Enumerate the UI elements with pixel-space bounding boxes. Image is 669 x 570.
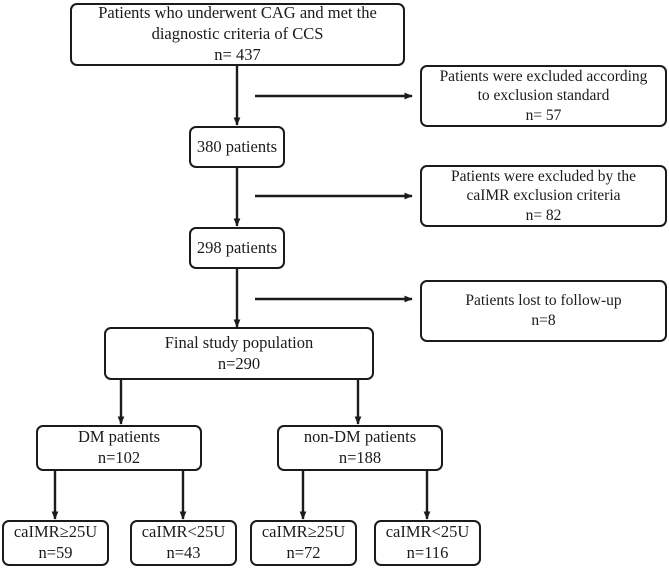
node-excluded-standard-line2: to exclusion standard: [477, 87, 610, 105]
node-nondm-low-caimr-label: caIMR<25U: [385, 522, 470, 542]
node-dm-low-caimr-count: n=43: [166, 543, 201, 562]
node-nondm-low-caimr[interactable]: caIMR<25U n=116: [374, 520, 481, 566]
node-dm-patients-label: DM patients: [77, 427, 161, 447]
node-non-dm-patients-label: non-DM patients: [303, 427, 417, 447]
node-nondm-high-caimr-count: n=72: [286, 543, 321, 562]
node-enrolled-line1: Patients who underwent CAG and met the: [98, 3, 377, 23]
node-enrolled[interactable]: Patients who underwent CAG and met the d…: [70, 3, 405, 66]
node-remaining-380[interactable]: 380 patients: [189, 126, 285, 168]
node-final-population-label: Final study population: [164, 332, 314, 352]
node-dm-high-caimr-label: caIMR≥25U: [13, 522, 98, 542]
node-non-dm-patients[interactable]: non-DM patients n=188: [277, 425, 443, 471]
node-remaining-380-label: 380 patients: [196, 136, 278, 156]
node-non-dm-patients-count: n=188: [338, 448, 382, 467]
node-final-population-count: n=290: [217, 353, 261, 373]
node-enrolled-line2: diagnostic criteria of CCS: [151, 24, 324, 44]
node-dm-low-caimr[interactable]: caIMR<25U n=43: [130, 520, 237, 566]
node-excluded-standard-line1: Patients were excluded according: [439, 67, 648, 85]
node-lost-followup-line1: Patients lost to follow-up: [465, 292, 622, 310]
node-excluded-standard-count: n= 57: [525, 106, 562, 124]
node-nondm-low-caimr-count: n=116: [406, 543, 449, 562]
node-nondm-high-caimr[interactable]: caIMR≥25U n=72: [250, 520, 357, 566]
node-nondm-high-caimr-label: caIMR≥25U: [261, 522, 346, 542]
node-dm-high-caimr-count: n=59: [38, 543, 73, 562]
node-dm-high-caimr[interactable]: caIMR≥25U n=59: [2, 520, 109, 566]
node-dm-patients[interactable]: DM patients n=102: [36, 425, 202, 471]
node-final-population[interactable]: Final study population n=290: [104, 327, 374, 380]
node-excluded-caimr-line1: Patients were excluded by the: [450, 167, 637, 185]
node-remaining-298[interactable]: 298 patients: [189, 227, 285, 269]
node-excluded-caimr-count: n= 82: [525, 206, 562, 224]
node-enrolled-count: n= 437: [214, 44, 261, 64]
node-excluded-standard[interactable]: Patients were excluded according to excl…: [420, 65, 667, 127]
node-remaining-298-label: 298 patients: [196, 237, 278, 257]
node-dm-low-caimr-label: caIMR<25U: [141, 522, 226, 542]
node-lost-followup[interactable]: Patients lost to follow-up n=8: [420, 280, 667, 342]
node-dm-patients-count: n=102: [97, 448, 141, 467]
node-excluded-caimr-line2: caIMR exclusion criteria: [466, 187, 621, 205]
node-excluded-caimr[interactable]: Patients were excluded by the caIMR excl…: [420, 165, 667, 227]
node-lost-followup-count: n=8: [531, 312, 556, 329]
